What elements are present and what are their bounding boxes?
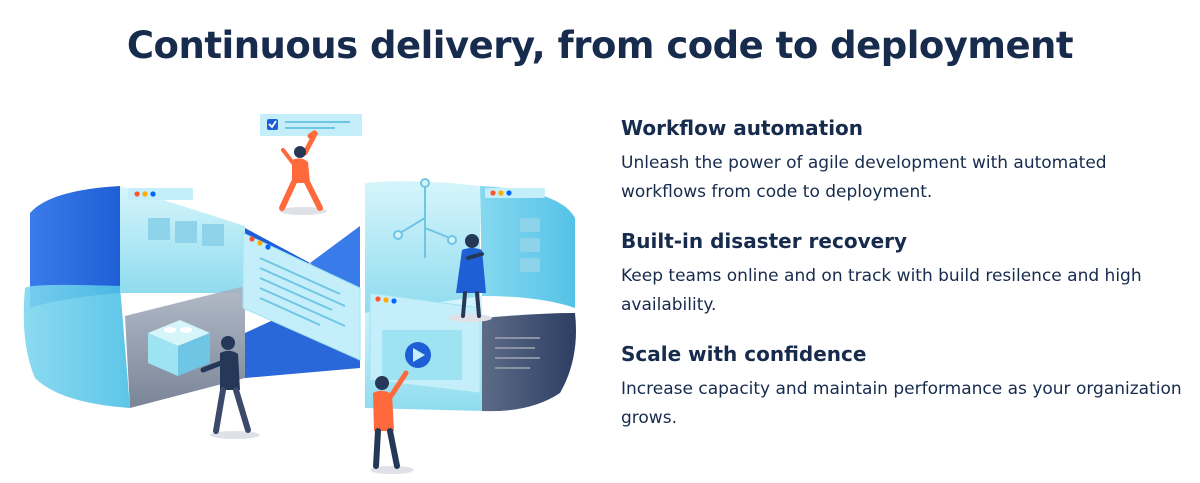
feature-title: Built-in disaster recovery — [621, 229, 908, 253]
block-icon — [148, 320, 210, 376]
person-orange-bottom-icon — [370, 370, 414, 474]
window-dot-red — [134, 191, 140, 197]
infinity-loop-illustration — [20, 108, 585, 478]
ribbon-left-front — [23, 284, 130, 408]
circuit-icon — [393, 178, 457, 258]
ribbon-right-top-panel — [365, 181, 480, 313]
ribbon-left-back — [30, 186, 120, 308]
window-dot-blue — [150, 191, 156, 197]
browser-window-icon — [242, 232, 361, 361]
feature-description: Unleash the power of agile development w… — [621, 153, 1107, 202]
feature-title: Workflow automation — [621, 116, 864, 140]
feature-description: Keep teams online and on track with buil… — [621, 266, 1142, 315]
feature-disaster-recovery: Built-in disaster recovery Keep teams on… — [621, 229, 1191, 320]
feature-scale-with-confidence: Scale with confidence Increase capacity … — [621, 342, 1191, 433]
checkbox-icon — [260, 114, 362, 136]
feature-description: Increase capacity and maintain performan… — [621, 379, 1182, 428]
feature-title: Scale with confidence — [621, 342, 867, 366]
page-headline: Continuous delivery, from code to deploy… — [126, 24, 1074, 67]
feature-workflow-automation: Workflow automation Unleash the power of… — [621, 116, 1191, 207]
person-orange-top-icon — [279, 129, 327, 215]
window-dot-orange — [142, 191, 148, 197]
features-list: Workflow automation Unleash the power of… — [621, 116, 1191, 455]
person-navy-icon — [200, 336, 260, 439]
ribbon-right-navy — [482, 313, 576, 412]
person-blue-icon — [448, 234, 492, 322]
